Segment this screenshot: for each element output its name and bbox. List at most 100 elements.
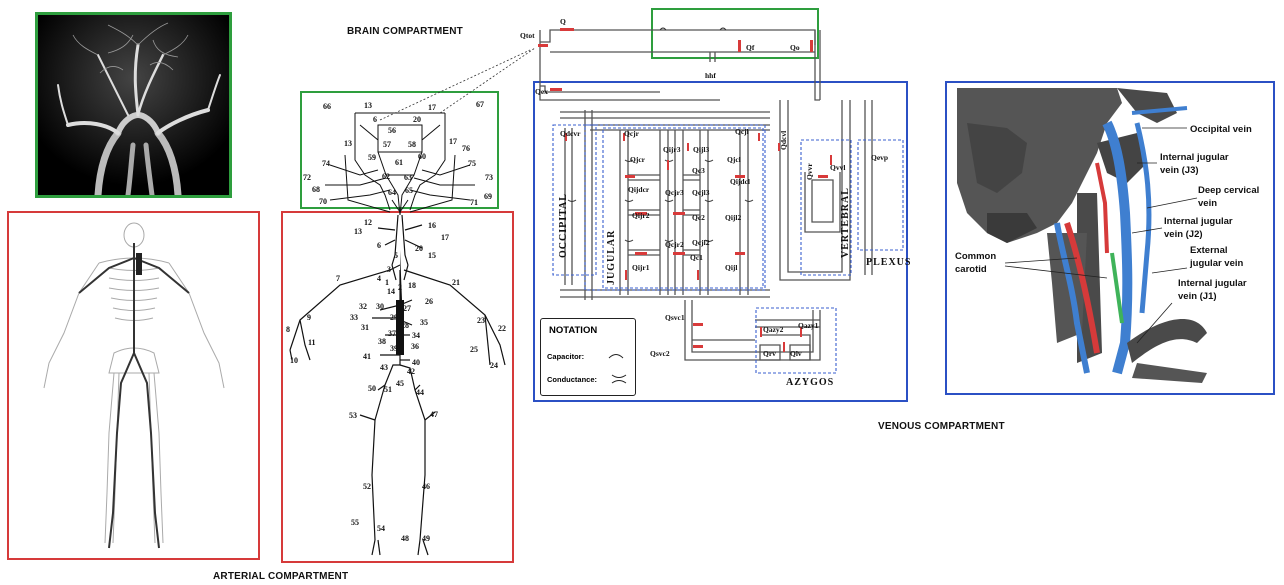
artery-num: 7 xyxy=(336,274,340,283)
brain-num: 13 xyxy=(344,139,352,148)
venous-label: Qvvl xyxy=(830,163,845,172)
artery-num: 25 xyxy=(470,345,478,354)
venous-label: Qex xyxy=(535,87,548,96)
artery-num: 33 xyxy=(350,313,358,322)
brain-num: 6 xyxy=(373,115,377,124)
venous-label: Qrv xyxy=(763,349,776,358)
artery-num: 29 xyxy=(390,313,398,322)
artery-num: 39 xyxy=(390,344,398,353)
venous-label: Qjcl xyxy=(727,155,741,164)
label-ij3-line1: Internal jugular xyxy=(1160,152,1229,163)
region-plexus: PLEXUS xyxy=(866,257,911,268)
artery-num: 16 xyxy=(428,221,436,230)
venous-label: hhf xyxy=(705,71,716,80)
notation-capacitor-label: Capacitor: xyxy=(547,352,584,361)
venous-label: Qijdcl xyxy=(730,177,750,186)
artery-num: 2 xyxy=(398,283,402,292)
brain-num: 73 xyxy=(485,173,493,182)
region-jugular: JUGULAR xyxy=(606,230,617,285)
label-external-jugular-2: jugular vein xyxy=(1189,258,1244,269)
artery-num: 37 xyxy=(388,329,396,338)
artery-num: 55 xyxy=(351,518,359,527)
venous-label: Qo xyxy=(790,43,800,52)
brain-num: 75 xyxy=(468,159,476,168)
artery-num: 40 xyxy=(412,358,420,367)
brain-num: 61 xyxy=(395,158,403,167)
label-common-carotid-2: carotid xyxy=(955,264,987,275)
artery-num: 43 xyxy=(380,363,388,372)
artery-num: 34 xyxy=(412,331,420,340)
artery-num: 17 xyxy=(441,233,449,242)
venous-label: Qlv xyxy=(790,349,802,358)
venous-label: Qf xyxy=(746,43,755,52)
venous-label: Qcjl2 xyxy=(692,238,710,247)
label-deep-cervical-1: Deep cervical xyxy=(1198,185,1259,196)
brain-num: 66 xyxy=(323,102,331,111)
venous-label: Qazy1 xyxy=(798,321,819,330)
brain-num: 57 xyxy=(383,140,391,149)
artery-num: 44 xyxy=(416,388,424,397)
artery-num: 24 xyxy=(490,361,498,370)
venous-label: Qtot xyxy=(520,31,535,40)
artery-num: 41 xyxy=(363,352,371,361)
artery-num: 54 xyxy=(377,524,385,533)
conductance-symbol xyxy=(609,371,629,387)
venous-label: Qijl xyxy=(725,263,738,272)
artery-num: 32 xyxy=(359,302,367,311)
venous-label: Q xyxy=(560,17,566,26)
artery-num: 47 xyxy=(430,410,438,419)
venous-label: Qc2 xyxy=(692,213,705,222)
venous-label: Qsvc1 xyxy=(665,313,685,322)
region-azygos: AZYGOS xyxy=(786,377,834,388)
artery-num: 13 xyxy=(354,227,362,236)
venous-label: Qdcvl xyxy=(779,131,788,150)
artery-num: 6 xyxy=(377,241,381,250)
artery-num: 51 xyxy=(384,385,392,394)
region-occipital: OCCIPITAL xyxy=(558,193,569,258)
artery-num: 9 xyxy=(307,313,311,322)
artery-num: 23 xyxy=(477,316,485,325)
artery-num: 46 xyxy=(422,482,430,491)
label-occipital-vein: Occipital vein xyxy=(1190,124,1252,135)
label-common-carotid-1: Common xyxy=(955,251,996,262)
artery-num: 10 xyxy=(290,356,298,365)
brain-num: 71 xyxy=(470,198,478,207)
notation-box: NOTATION Capacitor: Conductance: xyxy=(540,318,636,396)
label-ij1-line1: Internal jugular xyxy=(1178,278,1247,289)
artery-num: 11 xyxy=(308,338,316,347)
brain-num: 67 xyxy=(476,100,484,109)
venous-compartment-title: VENOUS COMPARTMENT xyxy=(878,421,1005,432)
artery-num: 26 xyxy=(425,297,433,306)
label-ij2-line2: vein (J2) xyxy=(1164,229,1203,240)
brain-num: 13 xyxy=(364,101,372,110)
artery-num: 1 xyxy=(385,278,389,287)
artery-num: 48 xyxy=(401,534,409,543)
brain-num: 60 xyxy=(418,152,426,161)
brain-num: 59 xyxy=(368,153,376,162)
brain-num: 74 xyxy=(322,159,330,168)
brain-num: 70 xyxy=(319,197,327,206)
artery-num: 31 xyxy=(361,323,369,332)
venous-label: Qijr3 xyxy=(663,145,681,154)
venous-label: Qcjl3 xyxy=(692,188,710,197)
venous-label: Qijr2 xyxy=(632,211,650,220)
artery-num: 18 xyxy=(408,281,416,290)
artery-num: 53 xyxy=(349,411,357,420)
artery-num: 42 xyxy=(407,367,415,376)
venous-label: Qcjr3 xyxy=(665,188,684,197)
brain-num: 63 xyxy=(404,173,412,182)
notation-title: NOTATION xyxy=(549,325,597,336)
venous-label: Qc1 xyxy=(690,253,703,262)
artery-num: 52 xyxy=(363,482,371,491)
label-ij2-line1: Internal jugular xyxy=(1164,216,1233,227)
artery-num: 38 xyxy=(378,337,386,346)
brain-num: 65 xyxy=(405,186,413,195)
venous-label: Qijl3 xyxy=(693,145,709,154)
artery-num: 3 xyxy=(387,265,391,274)
artery-num: 22 xyxy=(498,324,506,333)
venous-label: Qazy2 xyxy=(763,325,784,334)
artery-num: 27 xyxy=(403,304,411,313)
venous-label: Qc3 xyxy=(692,166,705,175)
venous-label: Qdcvr xyxy=(560,129,581,138)
neck-annotations: Occipital vein Internal jugular vein (J3… xyxy=(945,81,1275,395)
